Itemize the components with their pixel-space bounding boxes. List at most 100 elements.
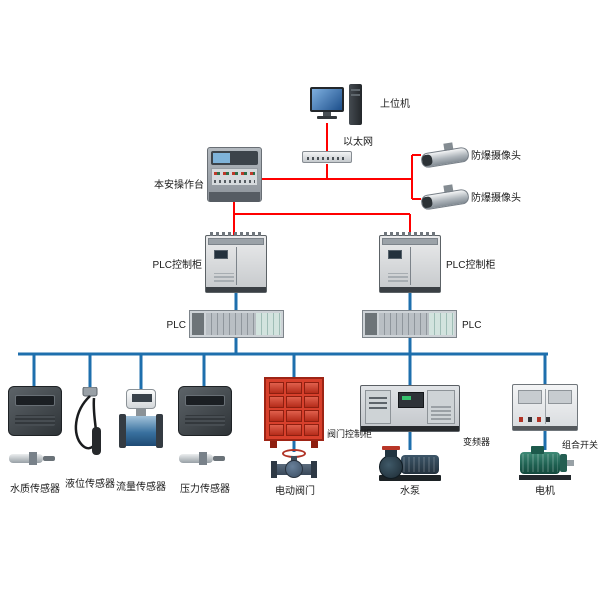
- camera-lens: [421, 196, 434, 209]
- monitor-screen: [312, 89, 342, 110]
- cabinet-base: [380, 287, 440, 292]
- flow-sensor-label: 流量传感器: [116, 482, 166, 493]
- pressure-sensor-label: 压力传感器: [180, 484, 230, 495]
- valve-flange: [271, 461, 277, 478]
- valve-body: [285, 460, 303, 478]
- vfd-display: [398, 392, 424, 408]
- host-label: 上位机: [380, 99, 410, 110]
- vfd-cabinet-icon: [360, 385, 460, 432]
- plc-power-module: [192, 313, 204, 335]
- plc-rack-left-icon: [189, 310, 284, 338]
- motor-shaft: [567, 460, 574, 466]
- flow-sensor-icon: [119, 389, 163, 453]
- cabinet-top: [382, 238, 438, 245]
- water-quality-sensor-icon: [8, 386, 62, 436]
- plc-cpu-modules: [379, 313, 429, 335]
- electric-valve-label: 电动阀门: [275, 486, 315, 497]
- console-screen: [211, 151, 258, 165]
- valve-unit: [286, 424, 302, 436]
- water-pump-icon: [377, 446, 443, 482]
- cabinet-vents: [214, 273, 234, 282]
- valve-unit: [303, 424, 319, 436]
- level-sensor-label: 液位传感器: [65, 479, 115, 490]
- switch-panel: [548, 390, 572, 404]
- cabinet-display: [214, 250, 228, 259]
- plc-left-label: PLC: [166, 320, 186, 331]
- camera-body: [420, 188, 470, 211]
- plc-cabinet-left-label: PLC控制柜: [152, 260, 202, 271]
- water-quality-sensor-label: 水质传感器: [10, 484, 60, 495]
- flowmeter-flange: [119, 414, 126, 448]
- plc-cabinet-right-label: PLC控制柜: [446, 260, 496, 271]
- switch-base: [513, 426, 577, 430]
- monitor-stand: [323, 112, 331, 116]
- valve-unit: [303, 382, 319, 394]
- plc-io-modules: [256, 313, 281, 335]
- monitor-base: [317, 116, 337, 119]
- valve-unit: [269, 410, 285, 422]
- water-quality-probe-icon: [9, 452, 55, 466]
- plc-io-modules: [429, 313, 454, 335]
- plc-cpu-modules: [206, 313, 256, 335]
- field-bus-lines: [18, 293, 548, 452]
- valve-unit: [303, 396, 319, 408]
- flowmeter-neck: [136, 409, 146, 416]
- valve-unit: [269, 424, 285, 436]
- valve-unit: [286, 410, 302, 422]
- camera-top-label: 防爆摄像头: [471, 151, 521, 162]
- valve-unit: [303, 410, 319, 422]
- level-sensor-drawing: [74, 386, 101, 455]
- pc-tower-icon: [349, 84, 362, 125]
- probe-nut: [199, 452, 207, 465]
- probe-nut: [29, 452, 37, 465]
- plc-right-label: PLC: [462, 320, 482, 331]
- combination-switch-cabinet-icon: [512, 384, 578, 431]
- valve-flange: [311, 461, 317, 478]
- pump-motor: [401, 455, 439, 474]
- probe-tip: [43, 456, 55, 461]
- electric-valve-icon: [271, 449, 317, 485]
- console-panel: [211, 168, 258, 186]
- pump-base: [379, 475, 441, 481]
- ethernet-network-lines: [233, 123, 421, 236]
- cabinet-display: [388, 250, 402, 259]
- motor-terminal-box: [531, 446, 544, 454]
- vfd-base: [361, 426, 459, 431]
- flowmeter-flange: [156, 414, 163, 448]
- cabinet-leg: [270, 441, 277, 448]
- operator-console-icon: [207, 147, 262, 202]
- console-base: [209, 192, 260, 202]
- probe-body: [9, 454, 43, 463]
- pump-volute: [379, 455, 403, 479]
- plc-cabinet-left-icon: [205, 232, 267, 293]
- pump-outlet: [385, 448, 397, 457]
- cabinet-vents: [388, 273, 408, 282]
- cabinet-top: [208, 238, 264, 245]
- cabinet-base: [206, 287, 266, 292]
- probe-tip: [213, 456, 225, 461]
- switch-panel: [518, 390, 542, 404]
- plc-cabinet-right-icon: [379, 232, 441, 293]
- motor-body: [520, 452, 560, 474]
- plc-rack-right-icon: [362, 310, 457, 338]
- combination-switch-label: 组合开关: [562, 440, 599, 450]
- motor-end-bell: [560, 454, 567, 472]
- cabinet-leg: [311, 441, 318, 448]
- pressure-probe-icon: [179, 452, 225, 466]
- water-pump-label: 水泵: [400, 486, 420, 497]
- vfd-right-door: [427, 390, 455, 424]
- level-sensor-icon: [70, 386, 110, 462]
- camera-bottom-label: 防爆摄像头: [471, 193, 521, 204]
- motor-base: [519, 475, 571, 480]
- ethernet-switch-icon: [302, 151, 352, 163]
- camera-body: [420, 146, 470, 169]
- explosion-proof-camera-icon: [417, 142, 473, 174]
- motor-icon: [516, 446, 574, 480]
- valve-unit: [269, 382, 285, 394]
- ethernet-label: 以太网: [343, 137, 373, 148]
- camera-lens: [421, 154, 434, 167]
- valve-unit: [286, 382, 302, 394]
- monitor-icon: [310, 87, 344, 112]
